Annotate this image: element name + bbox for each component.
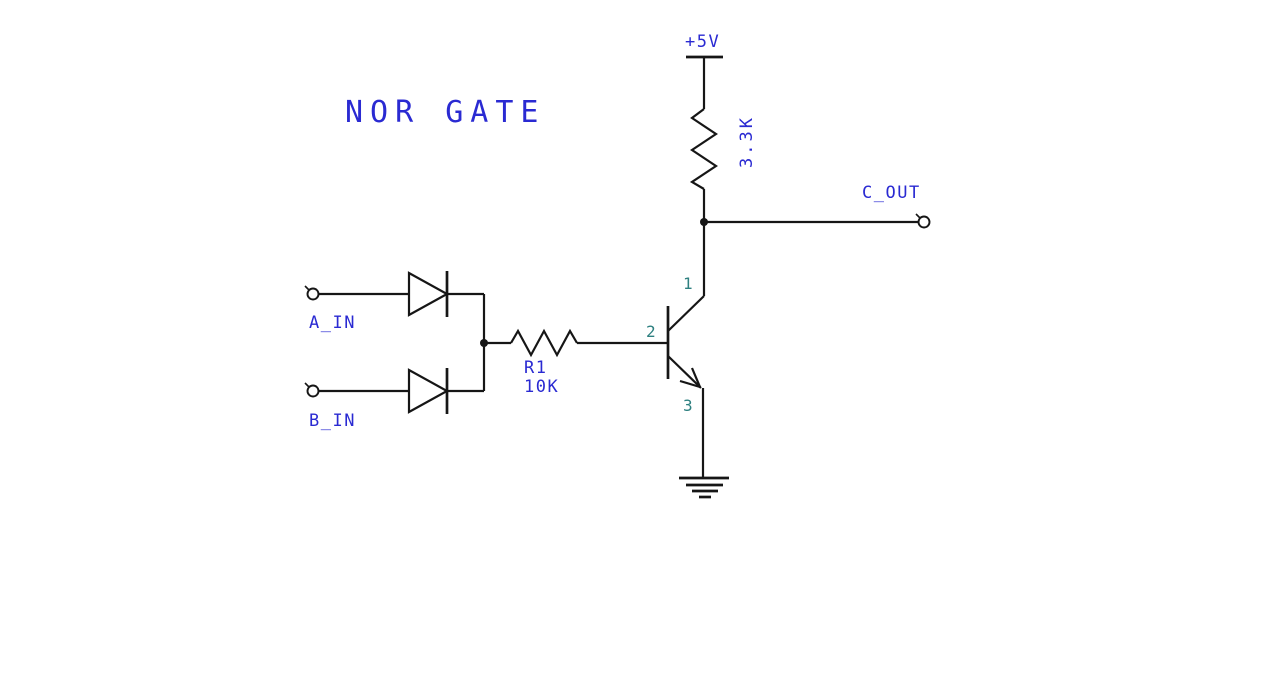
power-rail-label: +5V	[685, 32, 720, 52]
input-a-branch: A_IN	[304, 271, 486, 343]
pin-number-emitter: 3	[683, 396, 693, 415]
input-a-terminal	[306, 287, 320, 301]
emitter-arrow-barb	[679, 379, 701, 389]
resistor-base: R1 10K	[484, 328, 667, 397]
output-net: C_OUT	[700, 183, 931, 229]
terminal-tick	[915, 213, 922, 220]
terminal-tick	[304, 285, 311, 292]
power-rail: +5V	[685, 32, 723, 109]
pin-number-collector: 1	[683, 274, 693, 293]
output-terminal	[917, 215, 931, 229]
resistor-base-value: 10K	[524, 377, 559, 397]
resistor-pullup-body	[689, 108, 718, 190]
resistor-pullup: 3.3K	[689, 108, 757, 222]
resistor-base-body	[510, 328, 578, 358]
input-b-label: B_IN	[309, 411, 356, 431]
input-a-label: A_IN	[309, 313, 356, 333]
terminal-tick	[304, 382, 311, 389]
ground-symbol	[679, 476, 729, 499]
transistor-npn: 1 2 3	[646, 222, 706, 478]
resistor-pullup-value: 3.3K	[737, 115, 757, 168]
input-b-branch: B_IN	[304, 343, 486, 431]
emitter-arrow-barb	[690, 367, 702, 388]
diode-b-anode-triangle	[407, 368, 450, 414]
schematic-title: NOR GATE	[345, 95, 546, 130]
output-label: C_OUT	[862, 183, 921, 203]
resistor-base-name: R1	[524, 358, 547, 378]
diode-a-anode-triangle	[407, 271, 450, 317]
pin-number-base: 2	[646, 322, 656, 341]
transistor-collector-lead	[667, 295, 705, 332]
transistor-emitter-lead	[667, 355, 702, 389]
input-b-terminal	[306, 384, 320, 398]
